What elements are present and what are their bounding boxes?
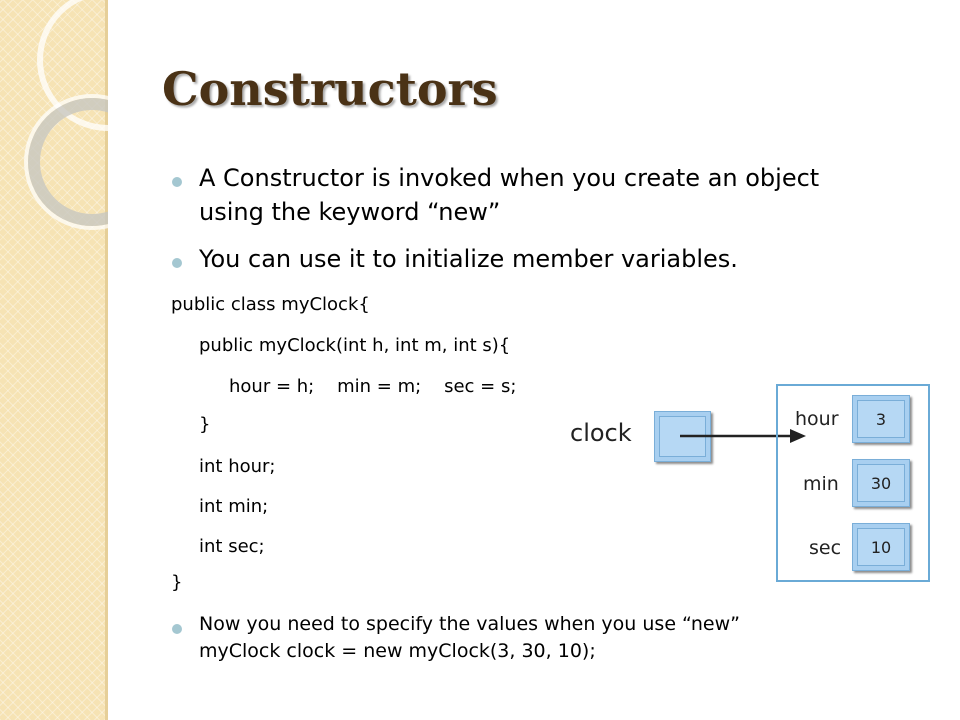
code-line: public myClock(int h, int m, int s){: [199, 335, 511, 356]
code-line: }: [171, 572, 183, 593]
pointer-arrow: [680, 429, 806, 443]
field-value-hour: 3: [852, 395, 910, 443]
code-line: public class myClock{: [171, 294, 370, 315]
code-line: int min;: [199, 496, 269, 517]
code-line: }: [199, 414, 211, 435]
decorative-side-band: [0, 0, 108, 720]
bullet-text-line: A Constructor is invoked when you create…: [199, 164, 820, 192]
bullet-dot: [172, 258, 182, 268]
bullet-dot: [172, 177, 182, 187]
field-value-text: 3: [875, 409, 887, 429]
field-value-min: 30: [852, 459, 910, 507]
code-line: int sec;: [199, 536, 265, 557]
field-label-sec: sec: [809, 537, 842, 559]
field-value-sec: 10: [852, 523, 910, 571]
object-frame: [776, 384, 930, 582]
bullet-text-line: using the keyword “new”: [199, 198, 501, 226]
slide-title: Constructors: [162, 62, 498, 116]
code-line: hour = h; min = m; sec = s;: [229, 376, 517, 397]
bullet-text-line: You can use it to initialize member vari…: [199, 245, 738, 273]
decorative-circles: [24, 0, 108, 230]
bullet-dot: [172, 624, 182, 634]
reference-label: clock: [570, 419, 632, 447]
field-label-hour: hour: [795, 408, 839, 430]
field-value-text: 10: [870, 537, 892, 557]
field-value-text: 30: [870, 473, 892, 493]
field-label-min: min: [803, 473, 839, 495]
code-line: int hour;: [199, 456, 276, 477]
bullet-text-line: myClock clock = new myClock(3, 30, 10);: [199, 640, 596, 662]
bullet-text-line: Now you need to specify the values when …: [199, 613, 740, 635]
